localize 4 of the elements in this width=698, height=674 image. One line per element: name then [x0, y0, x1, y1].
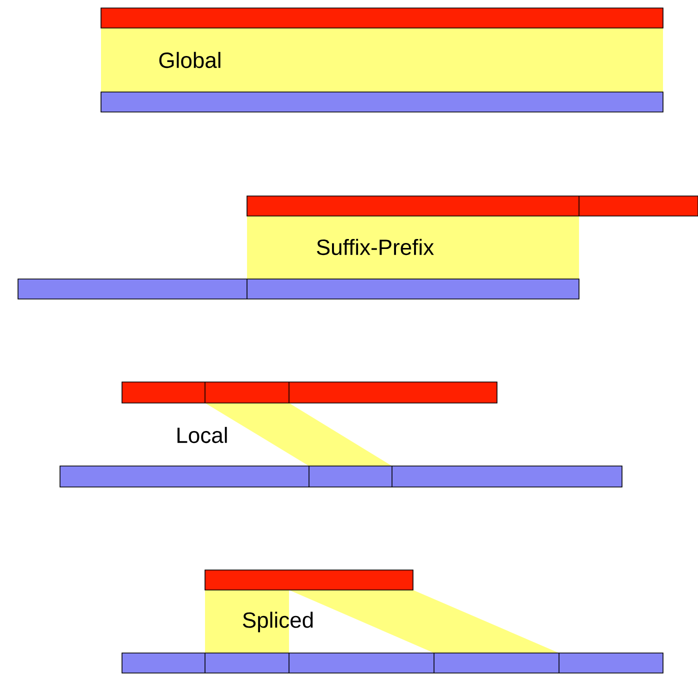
alignment-label: Local [178, 426, 227, 444]
alignment-label: Suffix-Prefix [316, 238, 434, 256]
alignment-label: Spliced [242, 612, 313, 632]
alignment-label: Global [159, 52, 220, 68]
